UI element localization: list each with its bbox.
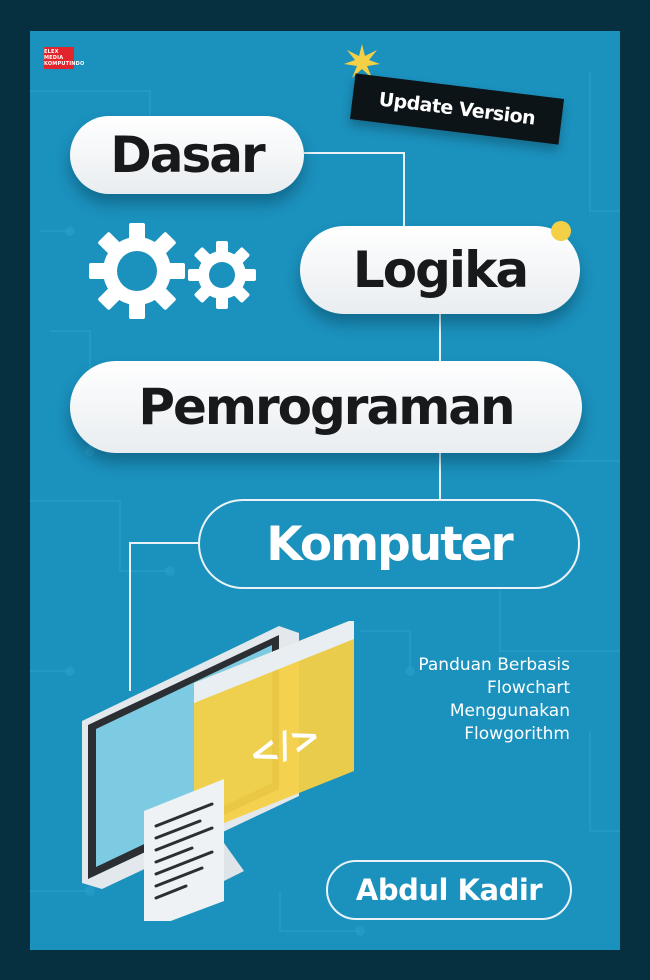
title-line-dasar: Dasar [70,116,304,194]
gear-icon [89,223,256,319]
star-icon [344,44,380,78]
computer-illustration: </> [82,621,354,921]
document-icon [144,779,224,921]
publisher-logo: ELEX MEDIA KOMPUTINDO [44,47,118,87]
subtitle-line: Flowchart [487,678,570,698]
subtitle: Panduan Berbasis Flowchart Menggunakan F… [350,654,570,746]
publisher-name: ELEX MEDIA KOMPUTINDO [44,49,85,67]
title-line-pemrograman: Pemrograman [70,361,582,453]
publisher-logo-mark [44,47,74,69]
subtitle-line: Menggunakan [449,701,570,721]
title-line-komputer: Komputer [198,499,580,589]
gear-icons [89,223,256,319]
badge-label: Update Version [377,88,537,130]
title-line-logika: Logika [300,226,580,314]
subtitle-line: Flowgorithm [464,724,570,744]
code-window-icon: </> [194,621,354,835]
accent-dot [551,221,571,241]
book-cover: ELEX MEDIA KOMPUTINDO Update Version Das… [30,31,620,950]
author-name: Abdul Kadir [326,860,572,920]
subtitle-line: Panduan Berbasis [418,655,570,675]
